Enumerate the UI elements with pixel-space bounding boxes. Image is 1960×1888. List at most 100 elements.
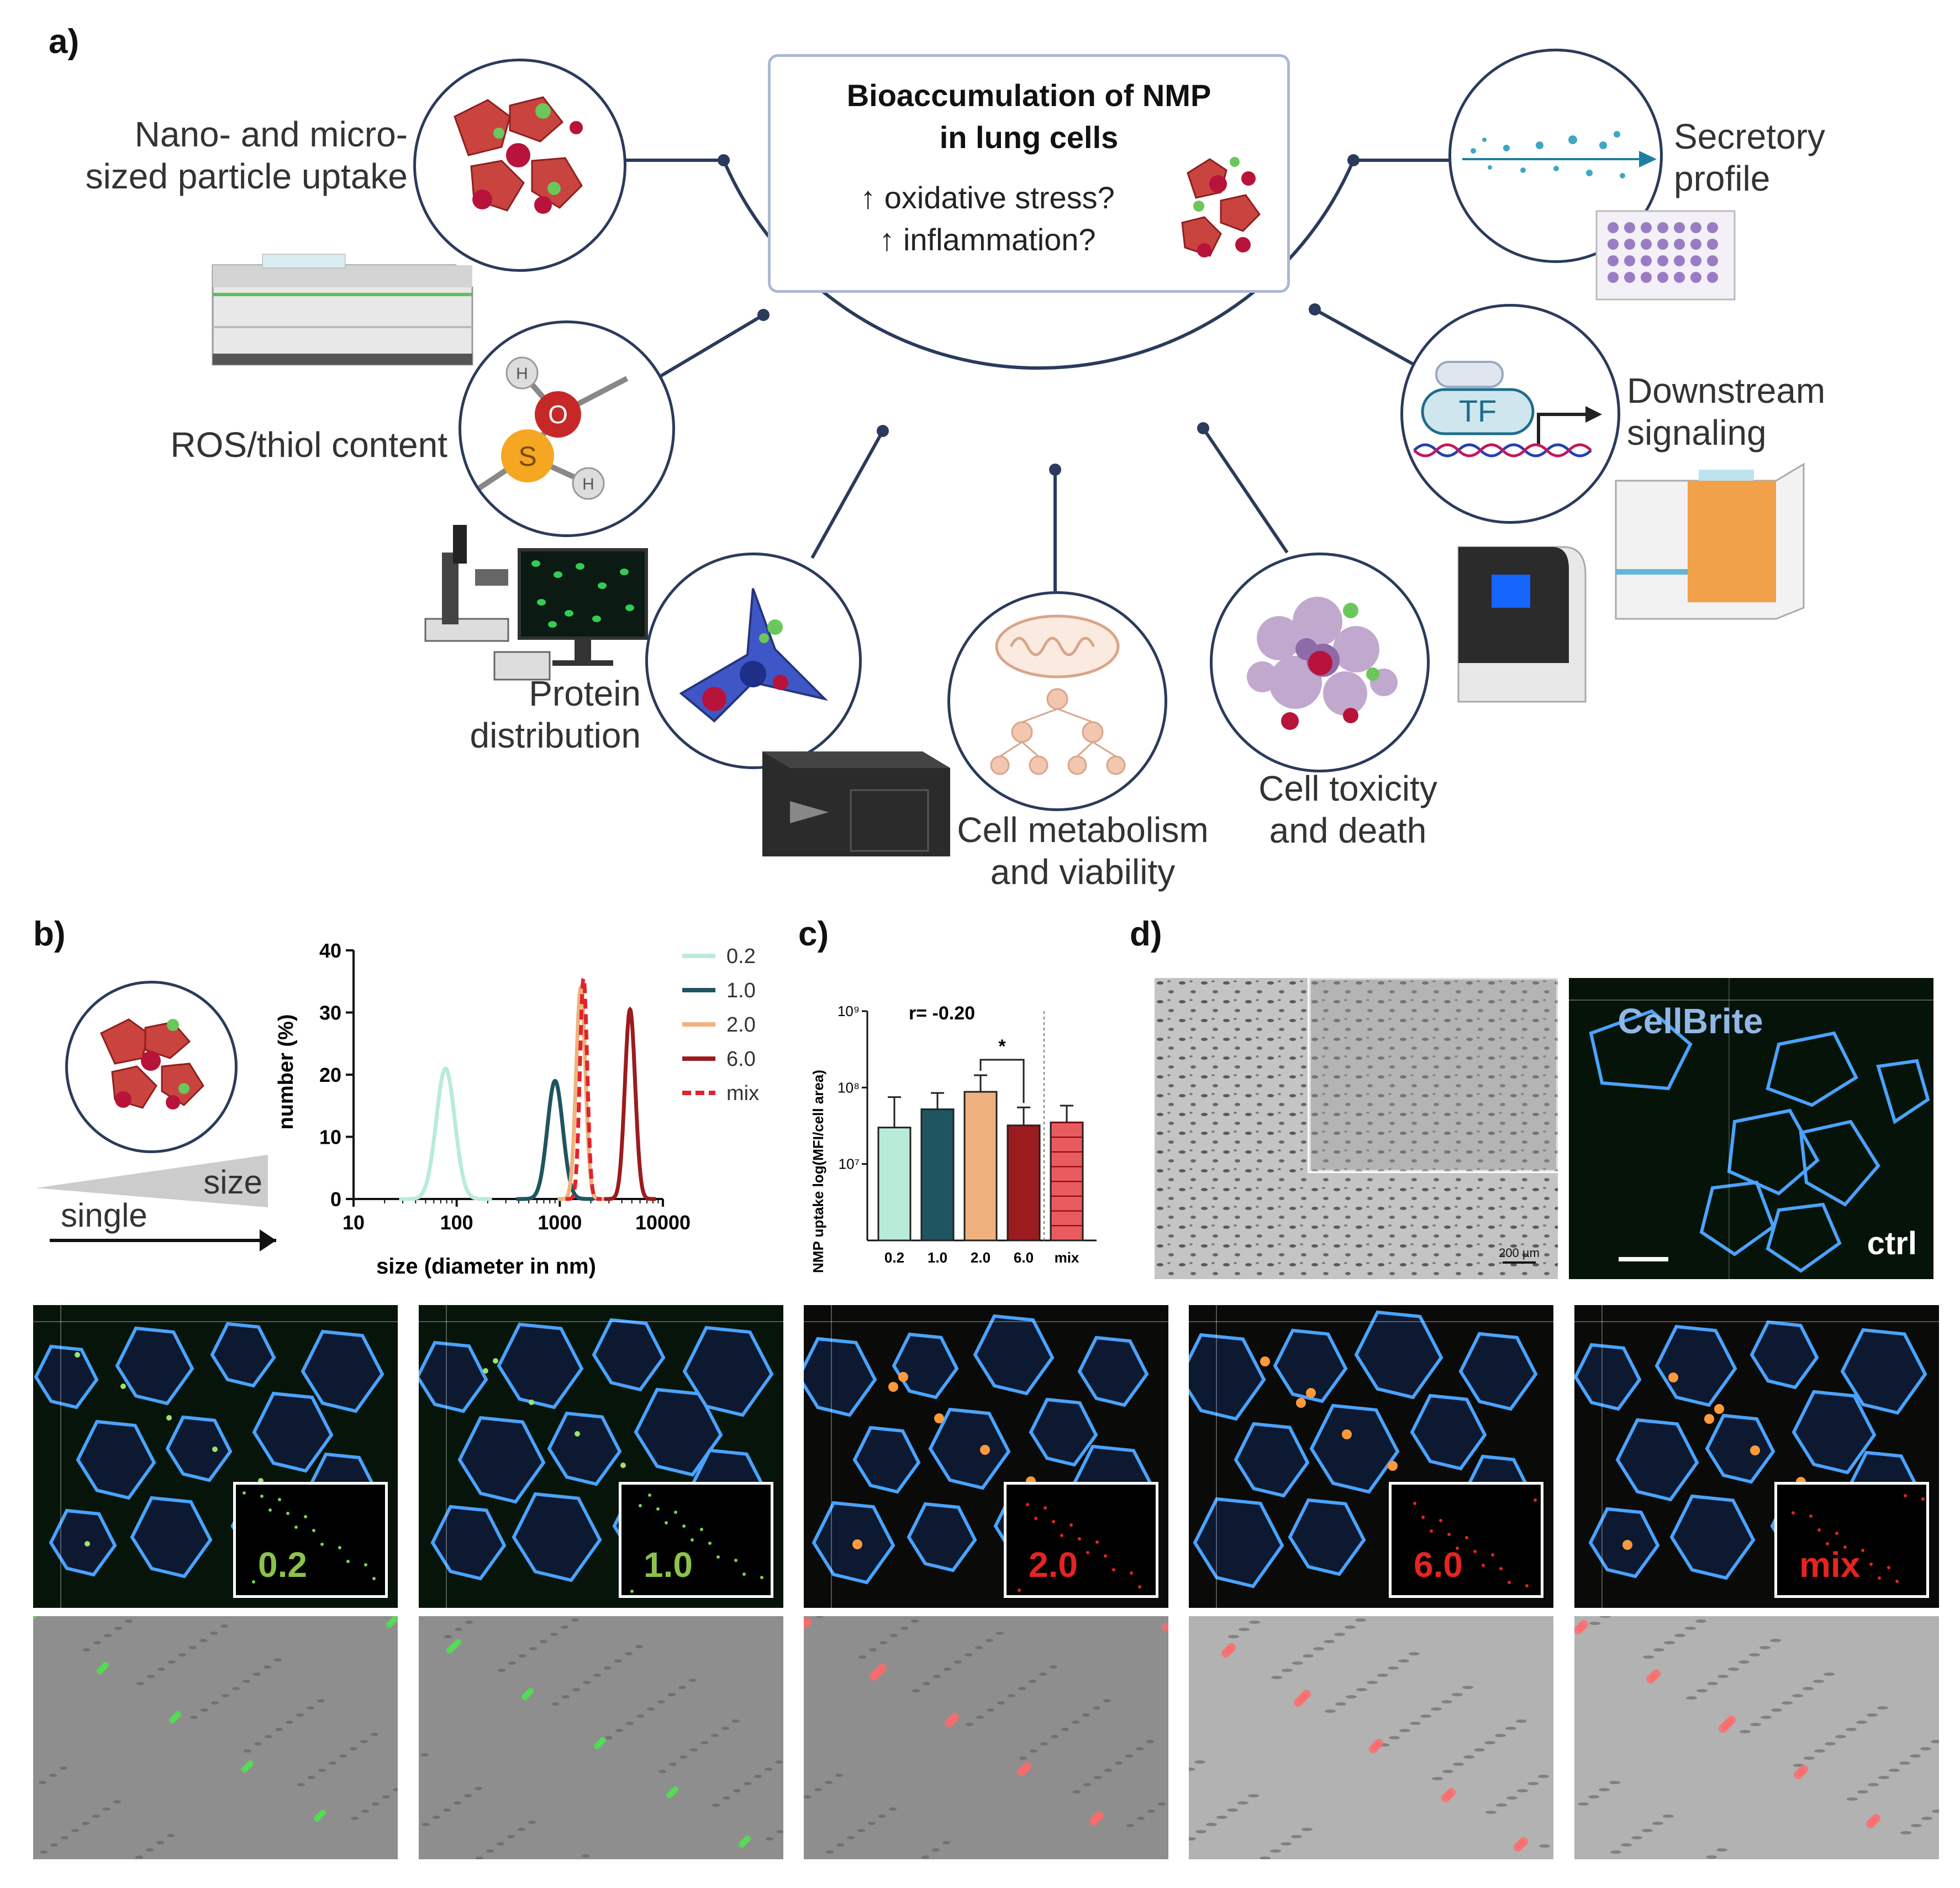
chart-b-ylabel: number (%) <box>275 1014 298 1130</box>
chart-b-ytick-label: 30 <box>319 1002 341 1024</box>
brightfield-image-0.2 <box>33 1616 398 1859</box>
chart-c-xtick-label: 2.0 <box>971 1249 990 1266</box>
panel-b-cell-icon <box>65 981 238 1153</box>
brightfield-texture-mix <box>1574 1616 1939 1859</box>
particle-size-label: mix <box>1799 1545 1861 1585</box>
chart-c-annotation: r= -0.20 <box>909 1003 975 1024</box>
plate-reader-icon <box>212 254 473 366</box>
chart-c-ylabel: NMP uptake log(MFI/cell area) <box>810 1070 826 1273</box>
ros-circle: H O S H <box>459 320 675 537</box>
metabolism-circle <box>947 591 1167 811</box>
brightfield-image-mix <box>1574 1616 1939 1859</box>
chart-b-series-6.0 <box>604 1006 656 1201</box>
brightfield-image-1.0 <box>419 1616 783 1859</box>
membrane-stain-0.2 <box>33 1305 398 1608</box>
panel-label-d: d) <box>1130 915 1162 953</box>
chart-c-ytick-label: 10⁸ <box>837 1079 860 1096</box>
panel-label-c: c) <box>798 915 829 953</box>
brightfield-image-2.0 <box>804 1616 1168 1859</box>
chart-c-xtick-label: mix <box>1055 1249 1079 1266</box>
microscope-icon <box>424 525 648 681</box>
particle-size-label: 0.2 <box>258 1545 307 1585</box>
chart-b-xlabel: size (diameter in nm) <box>376 1254 596 1279</box>
size-scale-size: size <box>203 1164 262 1201</box>
tf-label: TF <box>1459 393 1497 428</box>
cellbrite-ctrl-image: CellBrite ctrl <box>1569 978 1933 1279</box>
size-scale-single: single <box>61 1197 147 1234</box>
chart-b-ytick-label: 0 <box>330 1188 341 1211</box>
particle-inset-dots <box>630 1493 763 1593</box>
cells-particles-icon <box>100 1018 204 1109</box>
flow-cytometer-icon <box>762 751 950 856</box>
chart-c-significance: * <box>998 1036 1006 1057</box>
particle-inset-6.0: 6.0 <box>1389 1482 1543 1598</box>
particle-inset-dots <box>1018 1503 1141 1592</box>
ctrl-label: ctrl <box>1867 1226 1917 1261</box>
brightfield-texture-2.0 <box>804 1616 1168 1859</box>
toxicity-circle <box>1210 553 1430 772</box>
chart-b-series-1.0 <box>516 1079 594 1201</box>
dying-cells-icon <box>1247 597 1398 730</box>
chart-c-ytick-label: 10⁹ <box>837 1003 860 1019</box>
particle-inset-1.0: 1.0 <box>619 1482 773 1598</box>
ros-label: ROS/thiol content <box>170 425 447 465</box>
particle-size-label: 6.0 <box>1414 1545 1463 1585</box>
fluorescence-image-6.0: 6.0 <box>1189 1305 1553 1608</box>
chart-b-legend-label: 1.0 <box>726 979 756 1002</box>
downstream-circle: TF <box>1400 304 1620 524</box>
hub-question-inflammation: ↑ inflammation? <box>879 222 1096 257</box>
chart-b-xtick-label: 10 <box>343 1211 365 1234</box>
hub-title-line1: Bioaccumulation of NMP <box>846 78 1211 113</box>
scale-bar-label: 200 µm <box>1499 1246 1540 1260</box>
protein-label: Protein distribution <box>470 674 641 755</box>
uptake-label: Nano- and micro- sized particle uptake <box>85 114 408 196</box>
chart-c-bar-0.2 <box>877 1127 911 1242</box>
chart-b-series-mix <box>565 974 602 1201</box>
particle-inset-0.2: 0.2 <box>233 1482 388 1598</box>
particle-inset-dots <box>1792 1494 1925 1583</box>
particle-uptake-icon <box>454 96 583 214</box>
chart-b-ytick-label: 10 <box>319 1126 341 1149</box>
chart-b-ytick-label: 40 <box>319 939 341 962</box>
brightfield-texture: 200 µm <box>1155 978 1558 1279</box>
chart-c-bar-6.0 <box>1007 1124 1041 1242</box>
molecule-h1: H <box>516 365 528 383</box>
instrument-icon <box>1457 546 1587 703</box>
brightfield-overview: 200 µm <box>1155 978 1558 1279</box>
size-scale-icon: size single <box>36 1155 276 1251</box>
chart-b-legend-label: 2.0 <box>726 1013 756 1037</box>
chart-c-bar-1.0 <box>920 1108 955 1242</box>
well-plate-icon <box>1595 210 1736 301</box>
brightfield-image-6.0 <box>1189 1616 1553 1859</box>
size-distribution-chart: number (%) size (diameter in nm) 0102030… <box>275 939 759 1279</box>
fluorescence-image-0.2: 0.2 <box>33 1305 398 1608</box>
brightfield-texture-1.0 <box>421 1618 783 1859</box>
membrane-stain-ctrl: CellBrite ctrl <box>1569 978 1933 1279</box>
particle-size-label: 2.0 <box>1029 1545 1078 1585</box>
chart-c-significance-bracket <box>979 1059 1025 1103</box>
chart-b-ytick-label: 20 <box>319 1064 341 1086</box>
hub-box: Bioaccumulation of NMP in lung cells ↑ o… <box>768 54 1290 293</box>
cellbrite-label: CellBrite <box>1617 1001 1763 1041</box>
chart-c-xtick-label: 1.0 <box>928 1249 947 1266</box>
chart-b-series-0.2 <box>399 1066 492 1201</box>
particle-inset-2.0: 2.0 <box>1004 1482 1158 1598</box>
secretory-label: Secretory profile <box>1674 117 1825 198</box>
panel-label-b: b) <box>33 915 66 953</box>
cell-protein-icon <box>679 588 829 723</box>
chart-c-xtick-label: 6.0 <box>1014 1249 1034 1266</box>
protein-circle <box>645 553 862 769</box>
hub-title-line2: in lung cells <box>939 119 1119 155</box>
chart-c-bar-2.0 <box>963 1091 998 1242</box>
molecule-s: S <box>518 441 536 472</box>
hub-question-oxidative: ↑ oxidative stress? <box>860 180 1115 215</box>
molecule-h2: H <box>582 475 594 493</box>
molecule-o: O <box>548 400 568 429</box>
chart-b-xtick-label: 100 <box>440 1211 473 1234</box>
chart-b-xtick-label: 1000 <box>538 1211 582 1234</box>
particle-size-label: 1.0 <box>644 1545 693 1585</box>
chart-c-ytick-label: 10⁷ <box>839 1156 860 1172</box>
panel-label-a: a) <box>49 23 80 61</box>
transcription-icon: TF <box>1413 361 1602 457</box>
toxicity-label: Cell toxicity and death <box>1258 769 1437 850</box>
